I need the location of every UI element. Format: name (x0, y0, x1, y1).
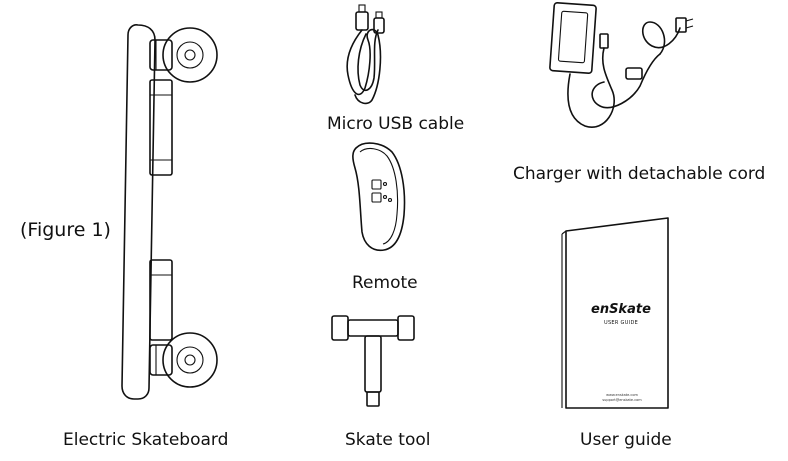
remote-illustration (352, 142, 406, 252)
caption-user-guide: User guide (580, 430, 672, 450)
user-guide-illustration (561, 217, 669, 409)
skateboard-illustration (121, 24, 218, 400)
caption-skateboard: Electric Skateboard (63, 430, 229, 450)
caption-usb-cable: Micro USB cable (327, 114, 465, 134)
guide-footer-line1: www.enskate.com (606, 393, 638, 397)
caption-remote: Remote (352, 273, 418, 293)
usb-cable-illustration (346, 4, 385, 105)
charger-illustration (549, 2, 694, 128)
guide-footer-line2: support@enskate.com (602, 398, 642, 402)
guide-subtitle: USER GUIDE (604, 320, 639, 326)
guide-brand-logo: enSkate (591, 302, 651, 317)
caption-charger: Charger with detachable cord (513, 164, 766, 184)
skate-tool-illustration (331, 315, 415, 407)
figure-label: (Figure 1) (20, 219, 111, 241)
caption-skate-tool: Skate tool (345, 430, 431, 450)
